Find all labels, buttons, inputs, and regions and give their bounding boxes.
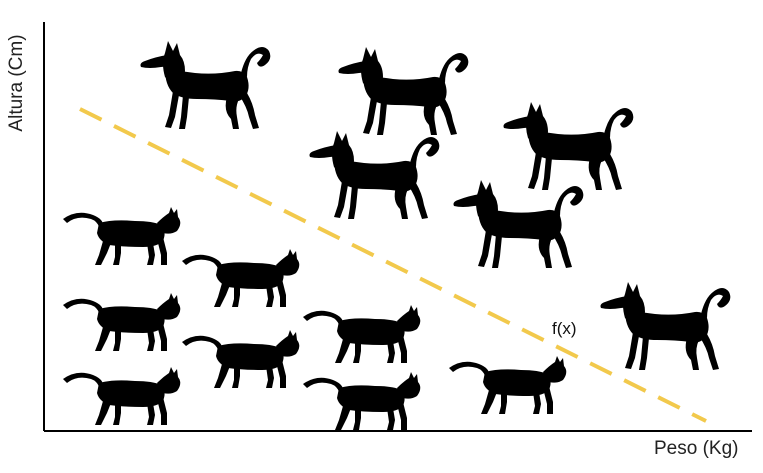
- decision-boundary-line: [79, 107, 707, 423]
- cat-silhouette-icon: [303, 305, 421, 363]
- dog-silhouette-icon: [600, 282, 731, 370]
- cat-silhouette-icon: [182, 330, 300, 388]
- dog-silhouette-icon: [503, 102, 634, 190]
- cat-silhouette-icon: [182, 249, 300, 307]
- dog-silhouette-icon: [453, 180, 584, 268]
- boundary-function-label: f(x): [552, 319, 577, 338]
- cat-silhouette-icon: [63, 293, 181, 351]
- dog-silhouette-icon: [140, 41, 271, 129]
- dog-silhouette-icon: [338, 47, 469, 135]
- cat-silhouette-icon: [63, 207, 181, 265]
- dog-silhouette-icon: [309, 131, 440, 219]
- cat-silhouette-icon: [63, 367, 181, 425]
- cat-silhouette-icon: [449, 356, 567, 414]
- y-axis-label: Altura (Cm): [6, 34, 27, 132]
- x-axis-label: Peso (Kg): [654, 438, 739, 459]
- cat-silhouette-icon: [303, 372, 421, 430]
